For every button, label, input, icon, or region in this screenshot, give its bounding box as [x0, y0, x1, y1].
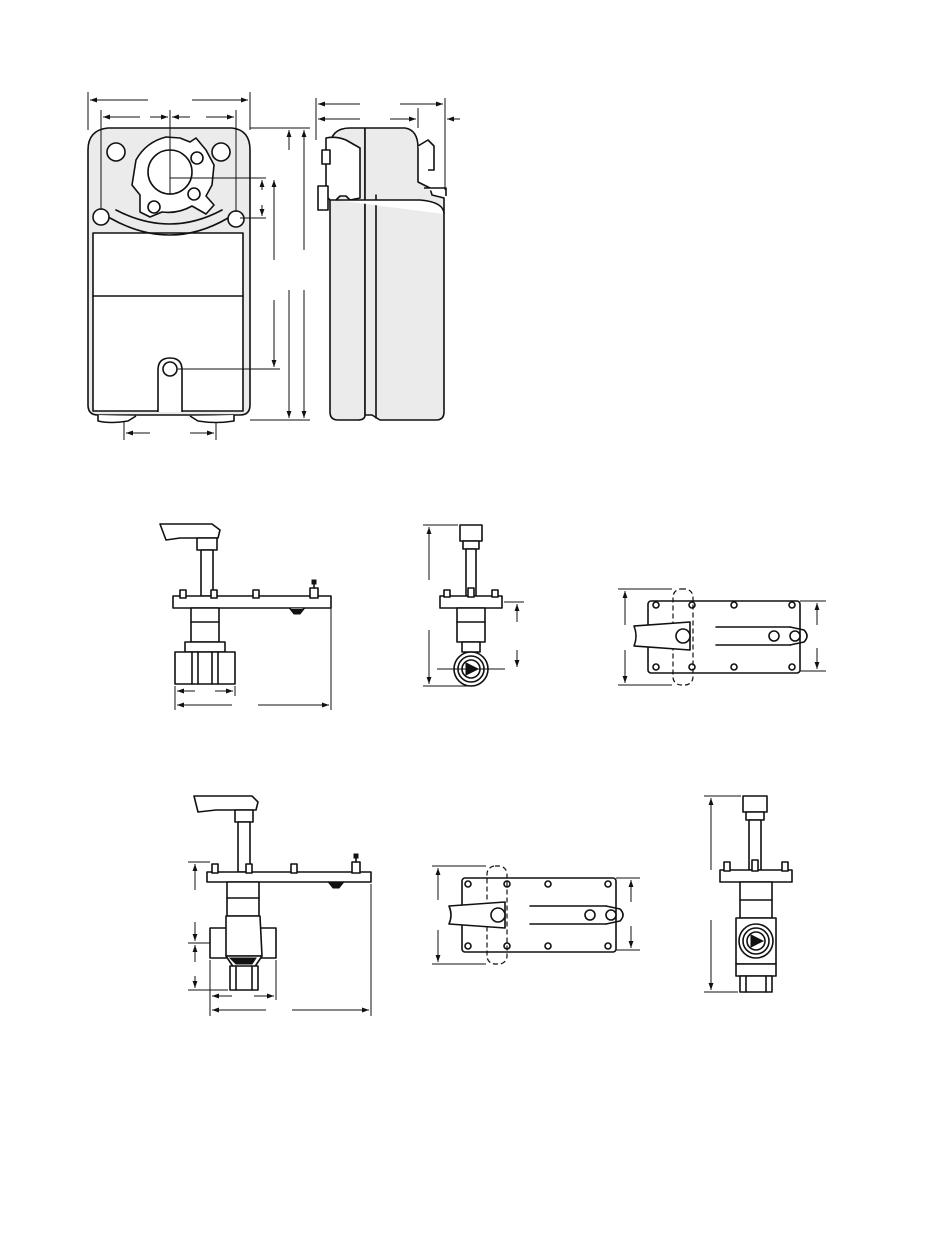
three-way-valve-side-view [704, 796, 792, 992]
actuator-side-view [316, 98, 460, 420]
two-way-valve-top-view [618, 589, 826, 685]
two-way-valve-front-view [160, 524, 331, 710]
actuator-front-view [88, 92, 310, 440]
three-way-valve-front-view [188, 796, 371, 1016]
three-way-valve-top-view [432, 866, 640, 964]
two-way-valve-side-view [423, 525, 524, 686]
